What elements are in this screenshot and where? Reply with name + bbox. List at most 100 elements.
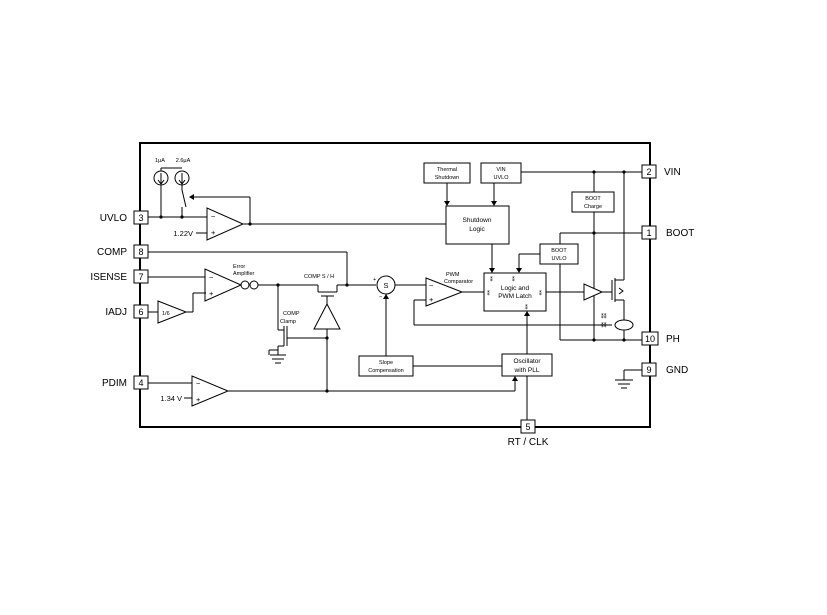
svg-text:Clamp: Clamp [280,319,296,325]
boot-charge-block: BOOT Charge [571,191,615,213]
thermal-shutdown-block: Thermal Shutdown [423,162,471,184]
divider-1-6: 1/6 [157,300,188,324]
ic-boundary [139,142,651,428]
current-sense-loop: ⁑⁑ ⁑⁑ [601,313,634,331]
svg-text:2: 2 [646,167,651,177]
svg-text:⁑: ⁑ [512,276,515,283]
svg-text:1: 1 [646,228,651,238]
svg-text:10: 10 [645,334,655,344]
uvlo-reference: 1.22V [173,229,193,238]
svg-text:+: + [429,295,434,304]
uvlo-switch [181,189,187,208]
pin-pdim: 4 PDIM [102,375,149,390]
ground-icon [615,379,633,389]
pin-uvlo: 3 UVLO [100,210,149,225]
pin-rtclk-label: RT / CLK [508,437,549,448]
transconductance-symbol-left [240,280,250,290]
svg-text:VIN: VIN [496,167,505,173]
svg-text:5: 5 [525,422,530,432]
summing-node: S + − [373,275,396,300]
svg-text:−: − [379,294,382,300]
pin-isense-label: ISENSE [90,272,127,283]
svg-text:⁑⁑: ⁑⁑ [601,322,607,329]
pin-rtclk: 5 RT / CLK [508,419,549,448]
svg-text:Logic and: Logic and [501,285,530,292]
svg-text:⁑: ⁑ [487,290,490,297]
comp-sh-switch [317,284,376,304]
vin-uvlo-block: VIN UVLO [480,162,522,184]
pin-gnd-label: GND [666,365,688,376]
pin-isense: 7 ISENSE [90,269,149,284]
pin-iadj: 6 IADJ [105,304,149,319]
svg-text:⁑: ⁑ [490,276,493,283]
svg-text:1/6: 1/6 [162,311,170,317]
pin-ph: 10 PH [641,331,680,346]
svg-text:−: − [429,281,434,290]
svg-text:+: + [373,277,376,283]
clamp-ground-icon [270,354,286,364]
pin-boot: 1 BOOT [641,225,694,240]
pin-vin: 2 VIN [641,164,681,179]
svg-text:COMP: COMP [283,311,300,317]
svg-text:+: + [211,228,216,237]
svg-text:BOOT: BOOT [551,248,567,254]
svg-text:UVLO: UVLO [552,256,568,262]
svg-text:with PLL: with PLL [514,367,540,374]
pwm-comparator: − + [425,277,464,307]
svg-text:Charge: Charge [584,204,602,210]
svg-text:PWM Latch: PWM Latch [498,293,532,300]
svg-text:Compensation: Compensation [368,368,403,374]
comp-sh-label: COMP S / H [304,274,334,280]
svg-text:UVLO: UVLO [494,175,510,181]
svg-text:Thermal: Thermal [437,167,457,173]
svg-text:7: 7 [138,272,143,282]
svg-text:1μA: 1μA [155,158,165,164]
pin-vin-label: VIN [664,167,681,178]
svg-text:3: 3 [138,213,143,223]
current-source-2-6ua: 2.6μA [174,158,191,190]
svg-text:Oscillator: Oscillator [513,358,541,365]
svg-text:−: − [209,273,214,282]
svg-text:⁑: ⁑ [539,290,542,297]
svg-text:⁑⁑: ⁑⁑ [601,313,607,320]
transconductance-symbol-right [249,280,259,290]
svg-text:Shutdown: Shutdown [435,175,459,181]
pin-iadj-label: IADJ [105,307,127,318]
gate-driver [583,283,604,301]
svg-text:+: + [209,289,214,298]
shutdown-logic-block: Shutdown Logic [445,205,510,245]
svg-text:Logic: Logic [469,226,485,233]
pin-ph-label: PH [666,334,680,345]
pin-comp-label: COMP [97,247,127,258]
svg-text:PWM: PWM [446,272,460,278]
pdim-reference: 1.34 V [160,394,182,403]
slope-compensation-block: Slope Compensation [358,355,414,377]
svg-text:Comparator: Comparator [444,279,473,285]
svg-text:⁑: ⁑ [525,304,528,311]
error-amplifier: − + [204,268,243,302]
svg-text:BOOT: BOOT [585,196,601,202]
pin-gnd: 9 GND [641,362,688,377]
pin-pdim-label: PDIM [102,378,127,389]
boot-uvlo-block: BOOT UVLO [539,243,579,265]
svg-text:−: − [196,379,201,388]
svg-text:S: S [383,281,388,290]
pin-uvlo-label: UVLO [100,213,127,224]
oscillator-pll-block: Oscillator with PLL [501,353,553,377]
svg-text:Error: Error [233,264,245,270]
pin-comp: 8 COMP [97,244,149,259]
svg-text:8: 8 [138,247,143,257]
svg-text:4: 4 [138,378,143,388]
uvlo-comparator: − + [206,207,245,241]
svg-text:+: + [196,395,201,404]
svg-text:Slope: Slope [379,360,393,366]
svg-text:Amplifier: Amplifier [233,271,255,277]
svg-text:2.6μA: 2.6μA [176,158,191,164]
comp-clamp-transistor [277,326,327,355]
pdim-comparator: − + [191,375,230,407]
pwm-latch-block: Logic and PWM Latch ⁑ ⁑ ⁑ ⁑ ⁑ [483,272,547,312]
svg-text:−: − [211,212,216,221]
svg-text:Shutdown: Shutdown [463,217,492,224]
current-source-1ua: 1μA [153,158,169,217]
